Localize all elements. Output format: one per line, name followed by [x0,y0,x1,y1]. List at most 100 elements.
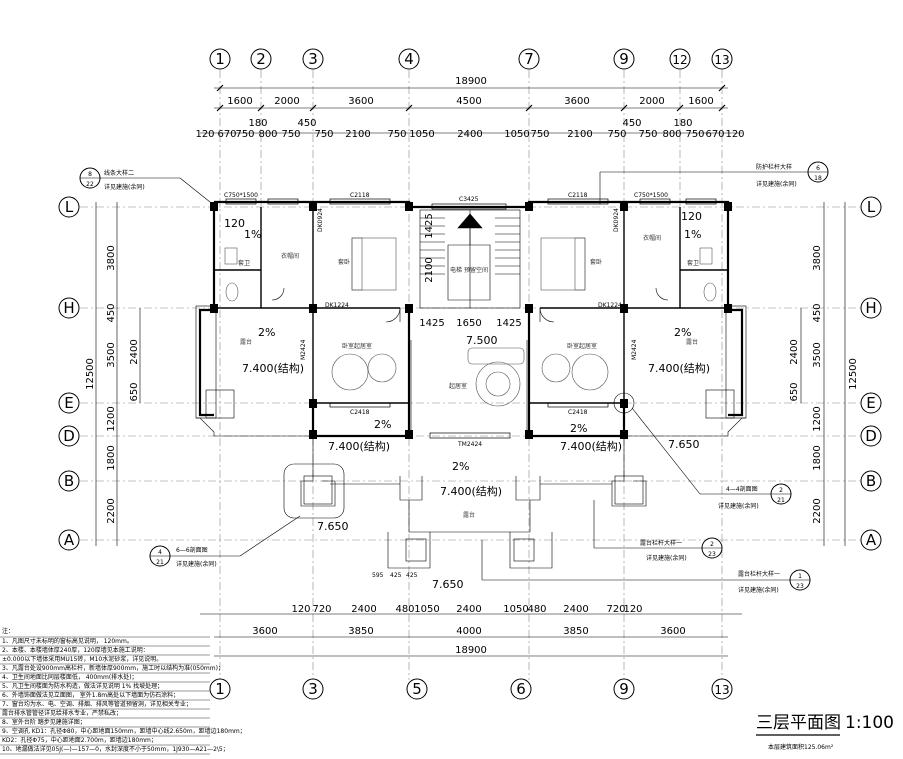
svg-text:露台: 露台 [463,511,475,519]
drawing-scale: 1:100 [845,713,894,733]
svg-text:450: 450 [106,303,117,322]
svg-text:3: 3 [308,50,318,68]
svg-text:2400: 2400 [457,129,482,140]
staircase [419,209,521,309]
svg-text:2%: 2% [674,326,691,339]
svg-text:2、本楼、本楼墙体厚240厚，120厚墙见本施工说明：: 2、本楼、本楼墙体厚240厚，120厚墙见本施工说明： [2,646,149,654]
svg-text:7.400(结构): 7.400(结构) [328,439,390,453]
general-notes: 注： 1、凡图尺寸未标明的窗标高见说明， 120mm。 2、本楼、本楼墙体厚24… [0,627,246,755]
svg-text:1600: 1600 [227,96,252,107]
svg-text:8、室外台阶 踏步见建施详图；: 8、室外台阶 踏步见建施详图； [2,718,86,726]
svg-text:720: 720 [312,604,331,615]
svg-text:8: 8 [88,171,92,178]
svg-text:2400: 2400 [129,339,140,364]
grid-bubble: E [58,392,80,414]
svg-text:1425: 1425 [496,318,521,329]
svg-text:H: H [865,299,876,317]
svg-text:425: 425 [406,572,418,579]
grid-bubble: A [58,529,80,551]
svg-text:1425: 1425 [419,318,444,329]
grid-bubble: H [58,297,80,319]
svg-text:3600: 3600 [252,626,277,637]
svg-text:180: 180 [248,118,267,129]
svg-text:800: 800 [662,129,681,140]
callout-railing-2: 2 23 露台栏杆大样一 详见建施(余同) [593,500,723,562]
svg-text:12500: 12500 [85,358,96,390]
svg-text:D: D [63,427,75,445]
svg-text:4500: 4500 [456,96,481,107]
svg-text:B: B [64,472,74,490]
svg-text:详见建施(余同): 详见建施(余同) [176,560,217,568]
svg-text:3800: 3800 [812,245,823,270]
svg-text:1%: 1% [244,228,261,241]
grid-bubbles-top: 1 2 3 4 7 9 12 13 [209,48,733,70]
grid-bubble: 3 [302,678,324,700]
grid-bubbles-left: L H E D B A [58,196,80,551]
callout-railing-1: 1 23 露台栏杆大样一 详见建施(余同) [481,540,811,594]
svg-text:M2424: M2424 [300,339,307,360]
svg-text:120: 120 [291,604,310,615]
svg-text:2: 2 [779,487,783,494]
svg-text:3800: 3800 [106,245,117,270]
grid-bubble: 12 [669,48,691,70]
svg-text:7.400(结构): 7.400(结构) [560,439,622,453]
right-dims: 12500 3800 450 3500 1200 1800 2200 2400 … [789,245,859,523]
svg-text:A: A [64,531,75,549]
side-dimension-lines [95,202,846,546]
svg-text:6: 6 [816,165,820,172]
svg-text:2400: 2400 [456,604,481,615]
svg-text:1: 1 [215,50,225,68]
svg-text:3850: 3850 [563,626,588,637]
top-dimensions [200,84,742,134]
svg-text:22: 22 [86,181,94,188]
svg-text:4—4剖面图: 4—4剖面图 [726,485,758,493]
grid-bubble: D [860,425,882,447]
svg-text:TM2424: TM2424 [457,441,482,448]
svg-text:595: 595 [372,572,384,579]
svg-text:3500: 3500 [106,342,117,367]
svg-text:7.650: 7.650 [432,578,464,591]
svg-text:480: 480 [527,604,546,615]
svg-text:D: D [865,427,877,445]
svg-text:套卫: 套卫 [238,259,250,267]
svg-text:7.400(结构): 7.400(结构) [440,484,502,498]
svg-text:3、凡露台处设900mm高栏杆，新墙体厚900mm，施工时以: 3、凡露台处设900mm高栏杆，新墙体厚900mm，施工时以结构为准(050mm… [2,664,224,672]
top-dim-row3: 120 670 750 180 800 750 450 750 2100 750… [195,118,744,140]
svg-text:详见建施(余同): 详见建施(余同) [646,554,687,562]
grid-bubble: 1 [209,678,231,700]
svg-text:C3425: C3425 [459,196,479,203]
svg-text:1、凡图尺寸未标明的窗标高见说明， 120mm。: 1、凡图尺寸未标明的窗标高见说明， 120mm。 [2,637,133,645]
svg-text:4、卫生间地面比同层楼面低， 400mm(排水处)；: 4、卫生间地面比同层楼面低， 400mm(排水处)； [2,673,138,681]
svg-text:1600: 1600 [688,96,713,107]
svg-text:3: 3 [308,680,318,698]
svg-text:H: H [63,299,74,317]
svg-text:露台栏杆大样一: 露台栏杆大样一 [738,570,780,578]
svg-text:衣帽间: 衣帽间 [643,234,661,242]
grid-bubble: 2 [250,48,272,70]
svg-text:1%: 1% [684,228,701,241]
svg-text:450: 450 [622,118,641,129]
svg-text:7、窗台均为水、电、空调、排烟、排风等管道预留洞，详见相关专: 7、窗台均为水、电、空调、排烟、排风等管道预留洞，详见相关专业； [2,700,192,708]
elevation-marks: 7.400(结构) 7.400(结构) 7.400(结构) 7.400(结构) … [224,210,710,591]
svg-text:注：: 注： [2,627,14,635]
svg-text:DK1224: DK1224 [325,302,349,309]
svg-text:1650: 1650 [456,318,481,329]
grid-bubble: 4 [398,48,420,70]
svg-text:21: 21 [156,559,164,566]
grid-bubble: 6 [510,678,532,700]
svg-text:12: 12 [672,53,687,67]
svg-text:L: L [65,198,74,216]
svg-text:480: 480 [395,604,414,615]
svg-text:露台栏杆大样一: 露台栏杆大样一 [640,539,682,547]
svg-text:23: 23 [796,583,804,590]
svg-text:2100: 2100 [567,129,592,140]
svg-text:1: 1 [798,573,802,580]
svg-text:3500: 3500 [812,342,823,367]
svg-text:4: 4 [404,50,414,68]
svg-text:C2118: C2118 [350,192,370,199]
svg-text:120: 120 [195,129,214,140]
dim-bottom-total: 18900 [455,645,487,656]
svg-text:2400: 2400 [351,604,376,615]
svg-text:2: 2 [256,50,266,68]
grid-bubble: 7 [518,48,540,70]
